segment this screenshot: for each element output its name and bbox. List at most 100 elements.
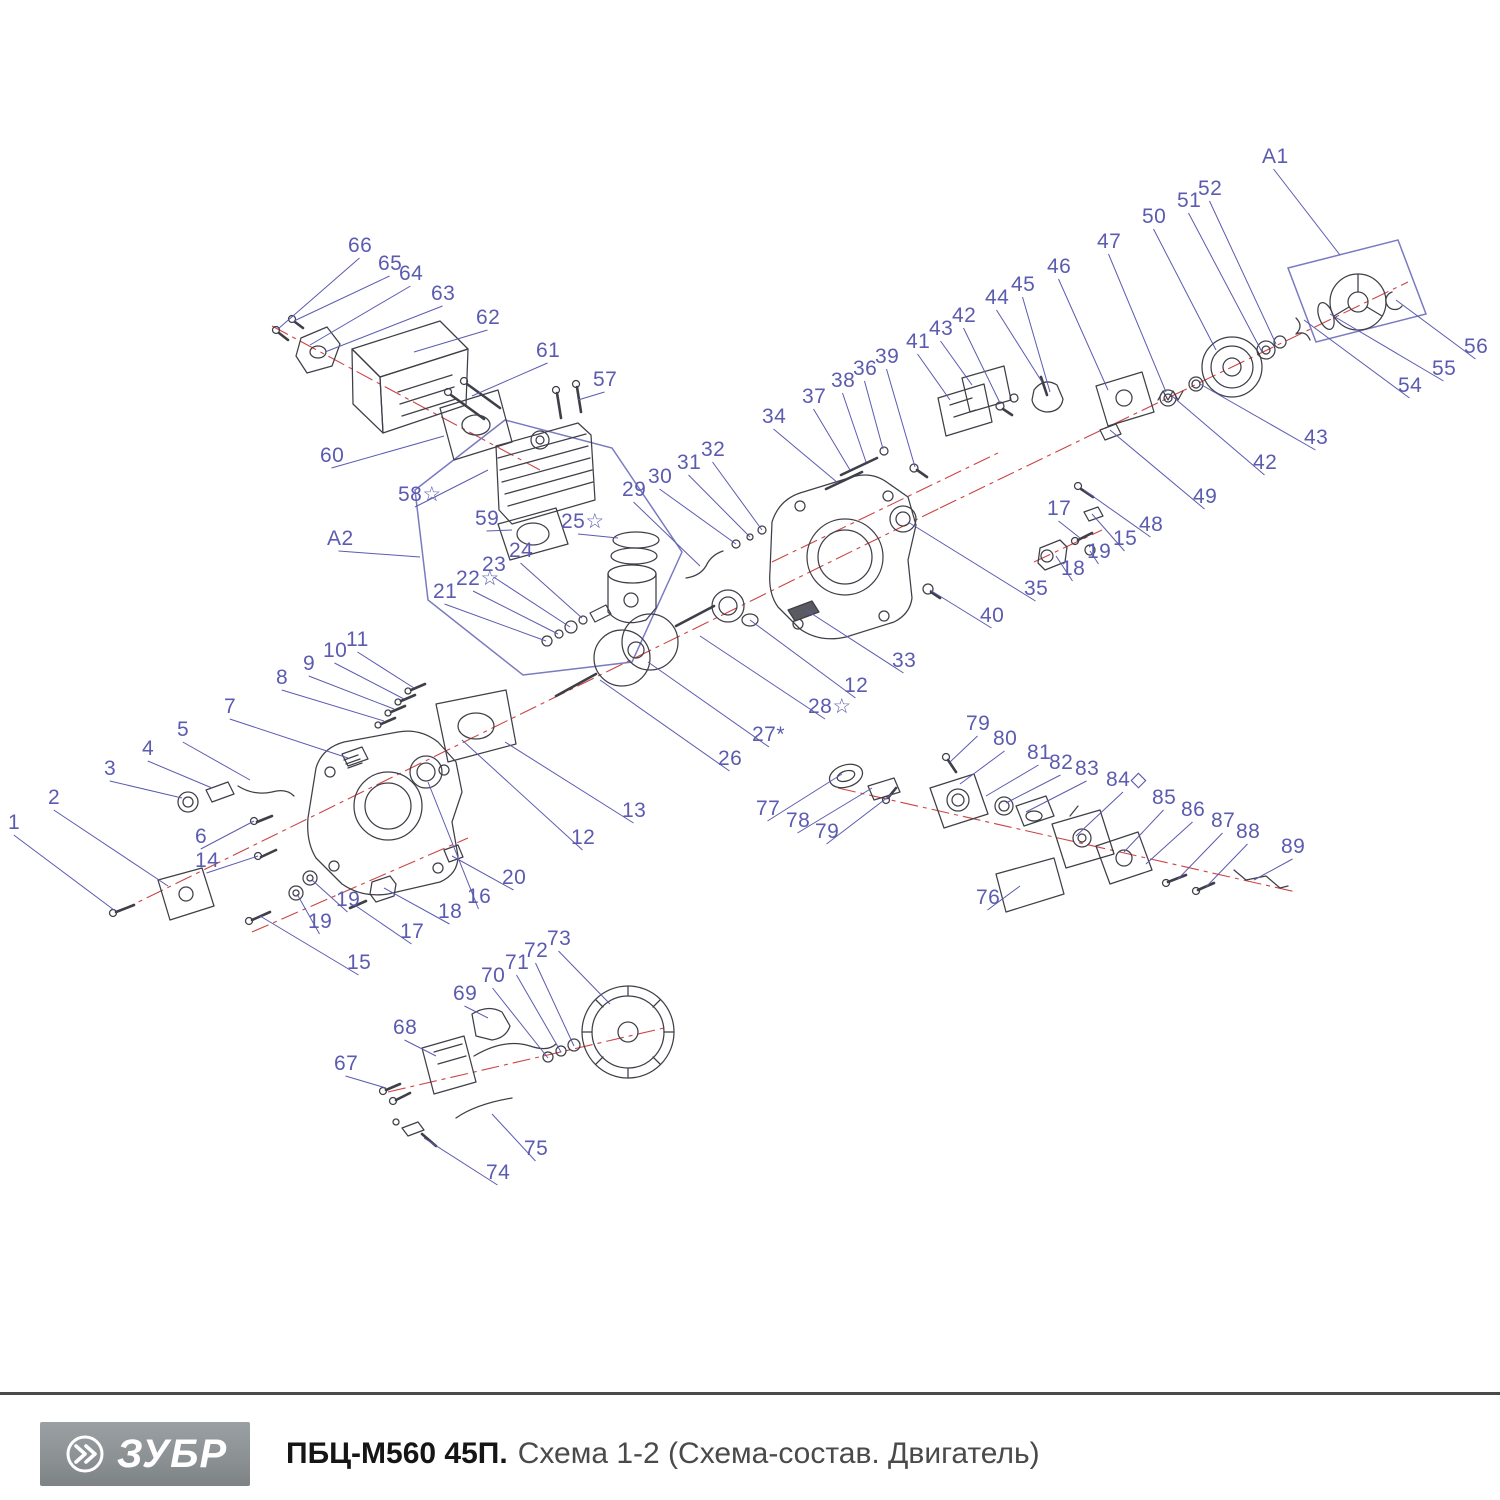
leader-line-1 [13, 834, 115, 911]
part-label-57: 57 [593, 368, 618, 391]
leader-line-6 [200, 820, 255, 850]
leader-line-55 [1329, 313, 1444, 382]
part-label-35: 35 [1024, 577, 1049, 600]
leader-line-18 [1055, 555, 1073, 582]
leader-line-A2 [338, 550, 421, 558]
leader-line-11 [357, 651, 415, 689]
part-label-72: 72 [524, 939, 549, 962]
leader-line-17 [355, 905, 412, 945]
leader-line-10 [334, 662, 405, 700]
leader-line-34 [773, 428, 839, 484]
part-label-68: 68 [393, 1016, 418, 1039]
leader-line-43 [1199, 383, 1316, 451]
leader-line-14 [206, 855, 259, 874]
leader-line-33 [805, 609, 904, 674]
leader-line-13 [504, 741, 634, 824]
leader-line-76 [987, 885, 1021, 911]
part-label-A2: A2 [327, 527, 354, 550]
leader-line-38 [842, 392, 867, 463]
part-label-64: 64 [399, 262, 424, 285]
part-label-85: 85 [1152, 786, 1177, 809]
ignition-system-drawing [378, 1007, 557, 1148]
leader-line-82 [1005, 774, 1061, 804]
leader-line-39 [886, 368, 916, 468]
leader-line-2 [53, 809, 169, 887]
leader-line-9 [308, 675, 395, 710]
region-a2-outline [414, 419, 683, 676]
leader-line-35 [907, 521, 1036, 602]
leader-line-46 [1058, 278, 1109, 391]
part-label-15: 15 [347, 951, 372, 974]
part-label-54: 54 [1398, 374, 1423, 397]
leader-line-57 [577, 391, 605, 401]
leader-line-31 [688, 474, 751, 538]
leader-line-51 [1188, 212, 1263, 353]
leader-line-64 [309, 285, 411, 346]
part-label-9: 9 [303, 652, 316, 675]
impulse-hose-fittings-drawing [685, 525, 767, 579]
leader-line-77 [767, 773, 843, 822]
crankcase-right-drawing [711, 446, 942, 640]
title-block: ЗУБР ПБЦ-М560 45П.Схема 1-2 (Схема-соста… [0, 1392, 1500, 1500]
leader-line-85 [1123, 809, 1164, 853]
part-label-60: 60 [320, 444, 345, 467]
part-label-7: 7 [224, 695, 237, 718]
leader-line-87 [1177, 832, 1223, 880]
part-label-50: 50 [1142, 205, 1167, 228]
part-label-41: 41 [906, 330, 931, 353]
part-label-70: 70 [481, 964, 506, 987]
part-label-42: 42 [952, 304, 977, 327]
leader-line-12 [749, 619, 856, 699]
leader-line-22 [472, 590, 559, 635]
leader-line-29 [633, 501, 701, 567]
part-label-10: 10 [323, 639, 348, 662]
part-label-40: 40 [980, 604, 1005, 627]
part-label-59: 59 [475, 507, 500, 530]
part-label-82: 82 [1049, 751, 1074, 774]
part-label-44: 44 [985, 286, 1010, 309]
part-label-25: 25☆ [561, 510, 605, 533]
leader-line-12 [461, 739, 583, 851]
leader-line-40 [929, 589, 992, 629]
leader-line-70 [492, 987, 549, 1059]
leader-line-26 [599, 679, 730, 772]
leader-line-43 [940, 340, 973, 386]
part-label-4: 4 [142, 737, 155, 760]
part-label-75: 75 [524, 1137, 549, 1160]
part-label-38: 38 [831, 369, 856, 392]
leader-line-24 [520, 562, 583, 619]
part-label-17: 17 [1047, 497, 1072, 520]
leader-line-19 [1089, 550, 1099, 565]
part-label-58: 58☆ [398, 483, 442, 506]
leader-line-28 [699, 635, 826, 720]
part-label-20: 20 [502, 866, 527, 889]
part-label-48: 48 [1139, 513, 1164, 536]
oiler-parts-drawing [177, 682, 427, 861]
leader-line-75 [491, 1113, 536, 1162]
model-name: ПБЦ-М560 45П. [286, 1437, 508, 1470]
brand-name: ЗУБР [116, 1431, 228, 1476]
leader-line-79 [949, 735, 978, 763]
leader-line-45 [1022, 296, 1051, 393]
part-label-5: 5 [177, 718, 190, 741]
part-label-84: 84◇ [1106, 768, 1148, 791]
part-label-30: 30 [648, 465, 673, 488]
part-label-36: 36 [853, 357, 878, 380]
part-label-31: 31 [677, 451, 702, 474]
part-label-2: 2 [48, 786, 61, 809]
leader-line-69 [464, 1005, 489, 1019]
leader-line-74 [423, 1137, 498, 1186]
leader-line-30 [659, 488, 737, 545]
leader-line-15 [1091, 513, 1125, 552]
leader-line-56 [1395, 299, 1476, 360]
leader-line-61 [471, 362, 548, 397]
part-label-55: 55 [1432, 357, 1457, 380]
leader-line-89 [1253, 858, 1293, 881]
leader-line-15 [259, 915, 359, 976]
leader-line-25 [577, 533, 619, 539]
part-label-23: 23 [482, 553, 507, 576]
part-label-39: 39 [875, 345, 900, 368]
part-label-19: 19 [1087, 540, 1112, 563]
leader-line-50 [1153, 228, 1217, 351]
